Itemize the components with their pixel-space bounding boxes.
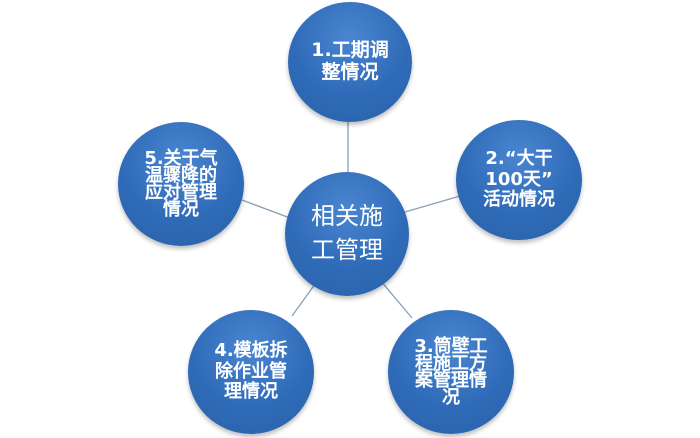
node-chimney-construction-plan: 3.筒壁工 程施工方 案管理情 况 (388, 310, 514, 434)
node-schedule-adjustment: 1.工期调 整情况 (288, 2, 412, 122)
node-temperature-drop-response: 5.关于气 温骤降的 应对管理 情况 (118, 122, 244, 246)
center-label-line2: 工管理 (311, 236, 383, 264)
node5-line3: 应对管理 (145, 182, 217, 203)
node2-line1: 2.“大干 (485, 147, 553, 169)
node1-line2: 整情况 (321, 61, 379, 83)
node4-line3: 理情况 (224, 381, 278, 403)
node2-line3: 活动情况 (483, 189, 555, 211)
node3-line3: 案管理情 (415, 370, 487, 391)
node-formwork-removal: 4.模板拆 除作业管 理情况 (188, 310, 314, 434)
node5-line2: 温骤降的 (145, 164, 217, 186)
node4-line1: 4.模板拆 (214, 339, 288, 361)
node2-line2: 100天” (485, 168, 553, 190)
center-node: 相关施 工管理 (285, 172, 409, 296)
node1-line1: 1.工期调 (311, 39, 389, 62)
node3-line1: 3.筒壁工 (414, 335, 488, 357)
node5-line1: 5.关于气 (144, 147, 218, 169)
node4-line2: 除作业管 (215, 360, 287, 382)
node5-line4: 情况 (163, 199, 199, 221)
node-big-push-100-days: 2.“大干 100天” 活动情况 (456, 120, 582, 240)
node3-line2: 程施工方 (415, 352, 487, 374)
center-label-line1: 相关施 (311, 202, 383, 231)
node3-line4: 况 (442, 387, 460, 409)
